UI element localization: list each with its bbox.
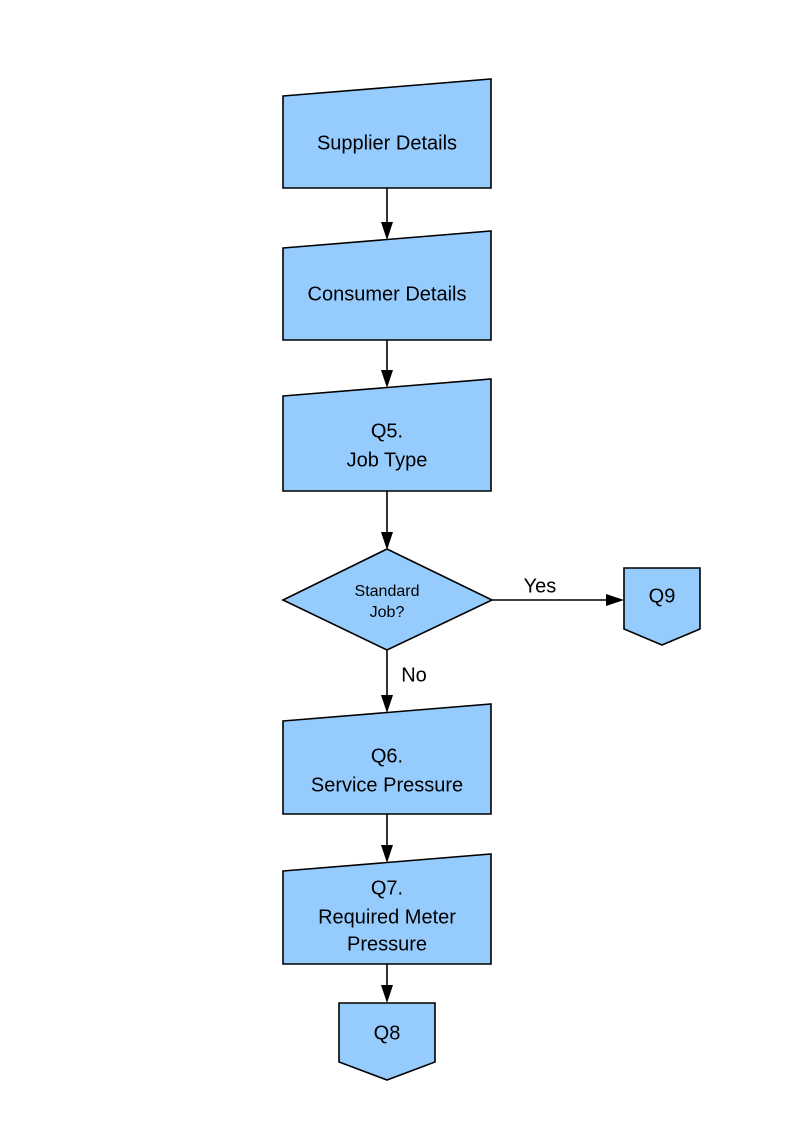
standard-job-decision-label-line2: Job? [370, 604, 405, 621]
q7-required-meter-pressure-shape[interactable] [282, 853, 492, 965]
arrow-head-icon [606, 594, 624, 606]
q7-required-meter-pressure-label-line1: Q7. [371, 877, 403, 899]
supplier-details-label: Supplier Details [317, 132, 457, 154]
edge-label-yes: Yes [524, 575, 557, 597]
arrow-head-icon [381, 532, 393, 550]
node-q6-service-pressure[interactable]: Q6. Service Pressure [282, 703, 492, 815]
edge-q5-to-decision [381, 491, 393, 550]
q7-required-meter-pressure-label-line2: Required Meter [318, 906, 456, 928]
q6-service-pressure-label-line1: Q6. [371, 745, 403, 767]
q8-shape[interactable] [338, 1002, 436, 1081]
edge-supplier-to-consumer [381, 188, 393, 240]
node-q8[interactable]: Q8 [338, 1002, 436, 1081]
node-q7-required-meter-pressure[interactable]: Q7. Required Meter Pressure [282, 853, 492, 965]
node-q9[interactable]: Q9 [623, 567, 701, 646]
edge-decision-yes-to-q9: Yes [492, 575, 624, 606]
edge-q7-to-q8 [381, 964, 393, 1003]
arrow-head-icon [381, 222, 393, 240]
consumer-details-shape[interactable] [282, 230, 492, 341]
q9-shape[interactable] [623, 567, 701, 646]
node-q5-job-type[interactable]: Q5. Job Type [282, 378, 492, 492]
arrow-head-icon [381, 695, 393, 713]
q5-job-type-label-line2: Job Type [347, 449, 428, 471]
edge-q6-to-q7 [381, 814, 393, 863]
consumer-details-label: Consumer Details [308, 283, 467, 305]
q6-service-pressure-shape[interactable] [282, 703, 492, 815]
supplier-details-shape[interactable] [282, 78, 492, 189]
arrow-head-icon [381, 370, 393, 388]
node-supplier-details[interactable]: Supplier Details [282, 78, 492, 189]
q6-service-pressure-label-line2: Service Pressure [311, 774, 463, 796]
q9-label: Q9 [649, 585, 676, 607]
node-consumer-details[interactable]: Consumer Details [282, 230, 492, 341]
edge-decision-no-to-q6: No [381, 650, 427, 713]
standard-job-decision-label-line1: Standard [355, 583, 420, 600]
edge-label-no: No [401, 664, 427, 686]
edge-consumer-to-q5 [381, 340, 393, 388]
node-standard-job-decision[interactable]: Standard Job? [281, 548, 494, 651]
arrow-head-icon [381, 845, 393, 863]
q8-label: Q8 [374, 1022, 401, 1044]
q5-job-type-shape[interactable] [282, 378, 492, 492]
q7-required-meter-pressure-label-line3: Pressure [347, 933, 427, 955]
q5-job-type-label-line1: Q5. [371, 420, 403, 442]
arrow-head-icon [381, 985, 393, 1003]
